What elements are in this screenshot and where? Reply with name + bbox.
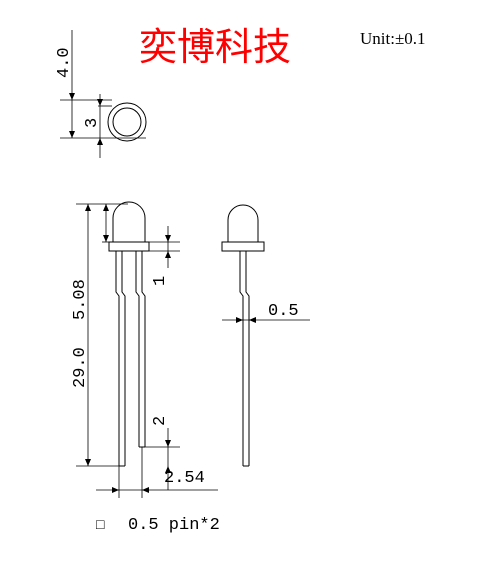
dim-lead-spacing: 2.54 bbox=[164, 469, 205, 488]
front-view: 29.0 5.08 1 2 2.54 bbox=[71, 201, 218, 498]
dim-flange-thickness: 1 bbox=[151, 276, 170, 286]
top-view-inner-circle bbox=[112, 107, 142, 137]
dim-lead-step: 2 bbox=[151, 416, 170, 426]
dim-lead-width: 0.5 bbox=[268, 302, 299, 321]
dim-top-height: 4.0 bbox=[55, 47, 74, 78]
dim-body-height: 5.08 bbox=[71, 279, 90, 320]
side-led-flange bbox=[221, 241, 265, 252]
top-view-outer-circle bbox=[107, 102, 147, 142]
top-view: 4.0 3 bbox=[55, 30, 147, 158]
dim-top-diameter: 3 bbox=[83, 118, 102, 128]
front-led-dome bbox=[112, 201, 146, 242]
pin-square-icon: □ bbox=[96, 518, 105, 534]
side-led-dome bbox=[227, 204, 259, 242]
dim-total-length: 29.0 bbox=[71, 347, 90, 388]
side-view: 0.5 bbox=[221, 204, 310, 467]
pin-note-text: 0.5 pin*2 bbox=[128, 516, 220, 535]
unit-label: Unit:±0.1 bbox=[360, 29, 426, 48]
brand-title: 奕博科技 bbox=[139, 25, 291, 69]
front-led-flange bbox=[108, 241, 150, 252]
